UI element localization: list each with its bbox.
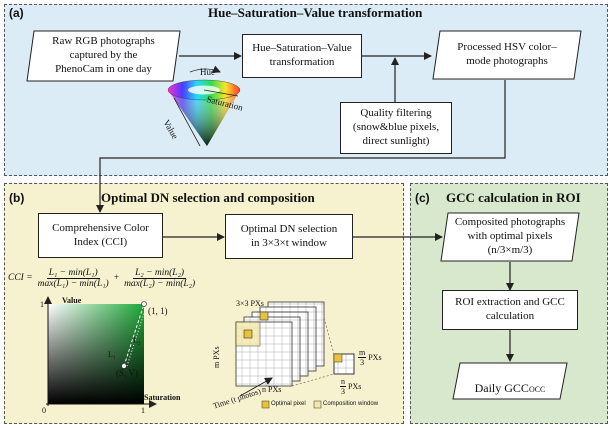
formula-plus: + <box>113 273 120 283</box>
legend-optimal-swatch <box>261 400 270 409</box>
formula-lhs: CCI = <box>8 273 33 283</box>
n-third-suffix: PXs <box>348 382 362 391</box>
sv-origin-label: 0 <box>42 406 46 415</box>
formula-term-1: L₁ − min(L₁) max(L₁) − min(L₁) <box>36 268 111 289</box>
sv-x-one-label: 1 <box>141 406 145 415</box>
legend-window-label: Composition window <box>323 401 379 407</box>
sv-plot <box>44 296 157 408</box>
n-third-den: 3 <box>341 387 345 396</box>
sv-corner-label: (1, 1) <box>148 306 168 316</box>
composited-photos-box: Composited photographs with optimal pixe… <box>440 212 580 262</box>
processed-hsv-box: Processed HSV color– mode photographs <box>432 30 582 80</box>
panel-a-title: Hue–Saturation–Value transformation <box>208 5 423 20</box>
formula-term-2-numerator: L₂ − min(L₂) <box>133 267 187 279</box>
daily-gcc-main: Daily GCC <box>474 381 529 395</box>
roi-extraction-box: ROI extraction and GCC calculation <box>442 290 578 330</box>
optimal-pixel-cell <box>243 329 253 339</box>
sv-l2-line <box>126 303 148 367</box>
m-third-label: m 3 PXs <box>358 348 382 367</box>
m-third-den: 3 <box>360 358 365 367</box>
frame-stack <box>235 301 325 387</box>
daily-gcc-label: Daily GCCOCC <box>475 366 546 396</box>
sv-corner-marker <box>141 301 147 307</box>
n-third-num: n <box>340 377 346 387</box>
m-third-num: m <box>358 348 367 358</box>
legend-window-swatch <box>313 400 322 409</box>
formula-term-1-denominator: max(L₁) − min(L₁) <box>37 278 109 289</box>
daily-gcc-box: Daily GCCOCC <box>452 362 568 400</box>
sv-xlabel: Saturation <box>144 393 181 402</box>
formula-term-1-numerator: L₁ − min(L₁) <box>46 267 100 279</box>
n-third-fraction: n 3 <box>340 377 346 396</box>
panel-b-tag: (b) <box>9 191 25 205</box>
m-third-fraction: m 3 <box>358 348 367 367</box>
m-third-suffix: PXs <box>368 353 382 362</box>
optimal-dn-selection-box: Optimal DN selection in 3×3×t window <box>225 214 353 259</box>
sv-l2-label: L₂ <box>133 336 141 345</box>
sv-l1-label: L₁ <box>108 350 116 359</box>
stack-left-label: m PXs <box>212 346 221 368</box>
formula-term-2: L₂ − min(L₂) max(L₂) − min(L₂) <box>122 268 197 289</box>
stack-bottom-label: n PXs <box>262 385 282 394</box>
cci-box: Comprehensive Color Index (CCI) <box>38 213 163 258</box>
formula-term-2-denominator: max(L₂) − min(L₂) <box>124 278 196 289</box>
daily-gcc-sub: OCC <box>528 385 546 394</box>
sv-point-marker <box>121 363 127 369</box>
panel-c-tag: (c) <box>415 191 430 205</box>
composited-photos-label: Composited photographs with optimal pixe… <box>454 216 566 256</box>
arrow-output-to-cci <box>96 80 506 213</box>
time-axis-arrow <box>239 377 273 397</box>
cci-formula: CCI = L₁ − min(L₁) max(L₁) − min(L₁) + L… <box>8 265 197 291</box>
n-third-label: n 3 PXs <box>340 377 361 396</box>
legend-optimal-label: Optimal pixel <box>271 401 306 407</box>
panel-b-title: Optimal DN selection and composition <box>101 190 315 205</box>
quality-filtering-box: Quality filtering (snow&blue pixels, dir… <box>340 102 452 154</box>
raw-rgb-photos-box: Raw RGB photographs captured by the Phen… <box>26 30 181 82</box>
sv-l1-line <box>123 303 145 367</box>
hsv-transform-box: Hue–Saturation–Value transformation <box>242 34 362 78</box>
panel-a-tag: (a) <box>9 6 24 20</box>
stack-top-label: 3×3 PXs <box>236 299 264 308</box>
sv-ylabel: Value <box>62 296 82 305</box>
raw-rgb-photos-label: Raw RGB photographs captured by the Phen… <box>52 35 155 75</box>
sv-y-one-label: 1 <box>40 300 44 309</box>
pixel-stack-illustration <box>235 301 355 409</box>
sv-point-label: (S, V) <box>116 368 138 378</box>
panel-c-title: GCC calculation in ROI <box>446 190 581 205</box>
optimal-pixel-cell-back <box>259 311 269 321</box>
hsv-cone-icon <box>167 65 241 147</box>
processed-hsv-label: Processed HSV color– mode photographs <box>457 41 557 67</box>
cone-hue-label: Hue <box>200 67 215 77</box>
